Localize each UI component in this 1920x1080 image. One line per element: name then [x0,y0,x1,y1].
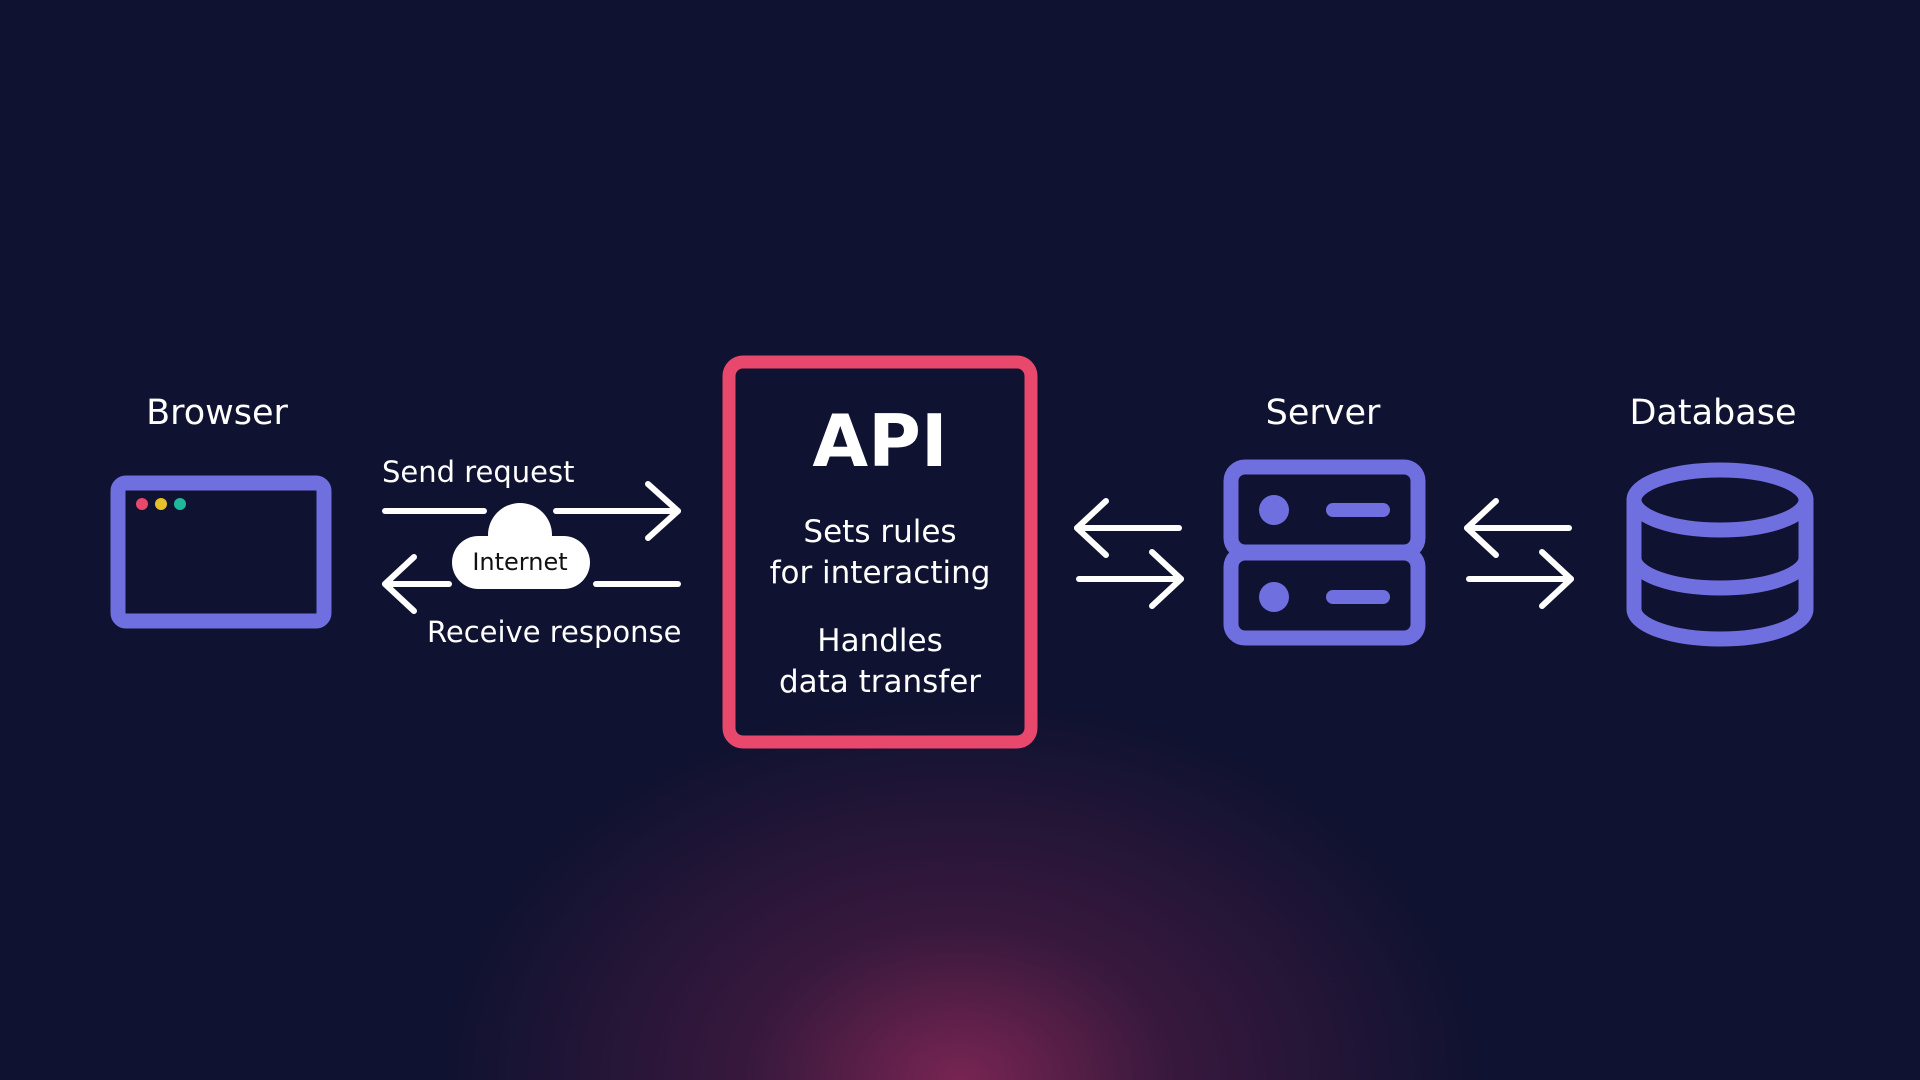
api-desc-line: data transfer [779,664,981,700]
browser-api-edge: Send request Internet Receive response [382,455,681,649]
server-node: Server [1223,393,1426,646]
api-desc-line: Sets rules [803,514,956,550]
receive-response-label: Receive response [427,615,681,649]
api-box-border [722,355,1038,749]
response-arrow-icon [382,554,681,614]
cloud-icon: Internet [452,503,590,589]
server-led-top [1259,495,1289,525]
database-label: Database [1629,393,1796,433]
window-dot-red [136,498,148,510]
database-icon [1626,462,1814,647]
bidirectional-arrows-icon [1464,498,1574,609]
send-request-label: Send request [382,455,575,489]
api-box: API Sets rules for interacting Handles d… [722,355,1038,749]
server-label: Server [1266,393,1381,433]
browser-window-frame [110,475,332,629]
api-desc-line: Handles [817,623,942,659]
server-icon [1223,459,1426,646]
browser-node: Browser [110,393,332,629]
request-arrow-icon [382,481,681,541]
bidirectional-arrows-icon [1074,498,1184,609]
window-dot-green [174,498,186,510]
server-unit-bottom [1223,545,1426,646]
window-dot-yellow [155,498,167,510]
api-desc-line: for interacting [770,555,991,591]
database-node: Database [1626,393,1814,647]
server-led-bottom [1259,582,1289,612]
browser-label: Browser [146,393,288,433]
api-title: API [812,399,947,483]
internet-label: Internet [472,548,567,576]
browser-window-icon [110,475,332,629]
